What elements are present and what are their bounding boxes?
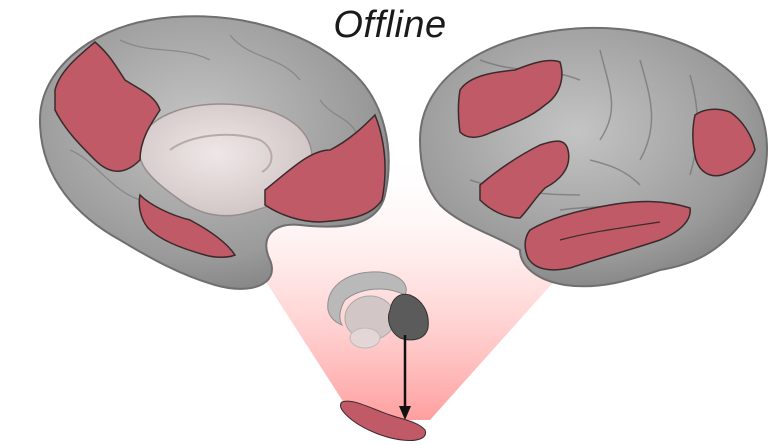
right-hemisphere-lateral xyxy=(418,26,768,288)
right-region-frontal-ventral xyxy=(479,140,570,219)
downward-arrow xyxy=(399,335,411,420)
left-region-frontal-medial xyxy=(264,113,386,223)
left-region-posterior-medial xyxy=(54,41,161,172)
figure-title: Offline xyxy=(333,4,447,46)
subcortical-structure xyxy=(327,271,429,349)
right-region-temporal xyxy=(524,200,691,271)
left-hemisphere-medial xyxy=(38,15,390,290)
subcortical-arc xyxy=(327,271,407,327)
medial-wall-fold xyxy=(169,133,273,173)
thalamus-dark xyxy=(387,293,429,341)
right-region-frontal-dorsal xyxy=(457,59,563,138)
left-region-temporal-medial xyxy=(138,193,237,258)
subcortical-lower-lobe xyxy=(349,327,381,349)
hippocampus-structure xyxy=(339,400,427,441)
temporal-region-divider xyxy=(559,221,661,241)
right-region-parietal xyxy=(692,108,756,177)
